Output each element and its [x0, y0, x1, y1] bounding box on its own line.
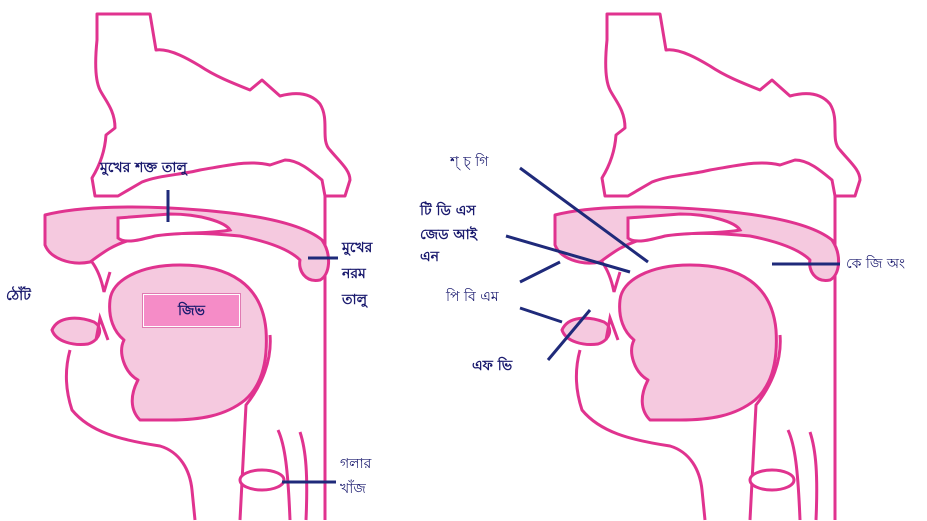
label-larynx-line2: খাঁজ [340, 479, 371, 500]
label-alveolar: টি ডি এস জেড আই এন [420, 201, 477, 268]
bilabial-upper-pointer [520, 262, 560, 282]
label-soft-palate-line2: নরম [342, 264, 372, 285]
bilabial-lower-pointer [520, 308, 562, 322]
label-lips: ঠোঁট [6, 286, 31, 307]
label-soft-palate: মুখের নরম তালু [342, 238, 372, 311]
label-alveolar-line1: টি ডি এস [420, 201, 477, 222]
label-palatal: শ্ চ্ গি [450, 152, 488, 173]
right-vocal-tract [555, 14, 860, 520]
label-labiodental: এফ ভি [472, 356, 512, 377]
label-alveolar-line2: জেড আই [420, 225, 477, 246]
label-tongue: জিভ [143, 294, 240, 327]
left-vocal-tract [45, 14, 350, 520]
label-larynx: গলার খাঁজ [340, 454, 371, 500]
label-bilabial: পি বি এম [446, 287, 499, 308]
label-soft-palate-line3: তালু [342, 290, 372, 311]
label-velar: কে জি অং [846, 254, 905, 275]
label-soft-palate-line1: মুখের [342, 238, 372, 259]
label-alveolar-line3: এন [420, 247, 477, 268]
label-hard-palate: মুখের শক্ত তালু [100, 158, 187, 179]
label-larynx-line1: গলার [340, 454, 371, 475]
